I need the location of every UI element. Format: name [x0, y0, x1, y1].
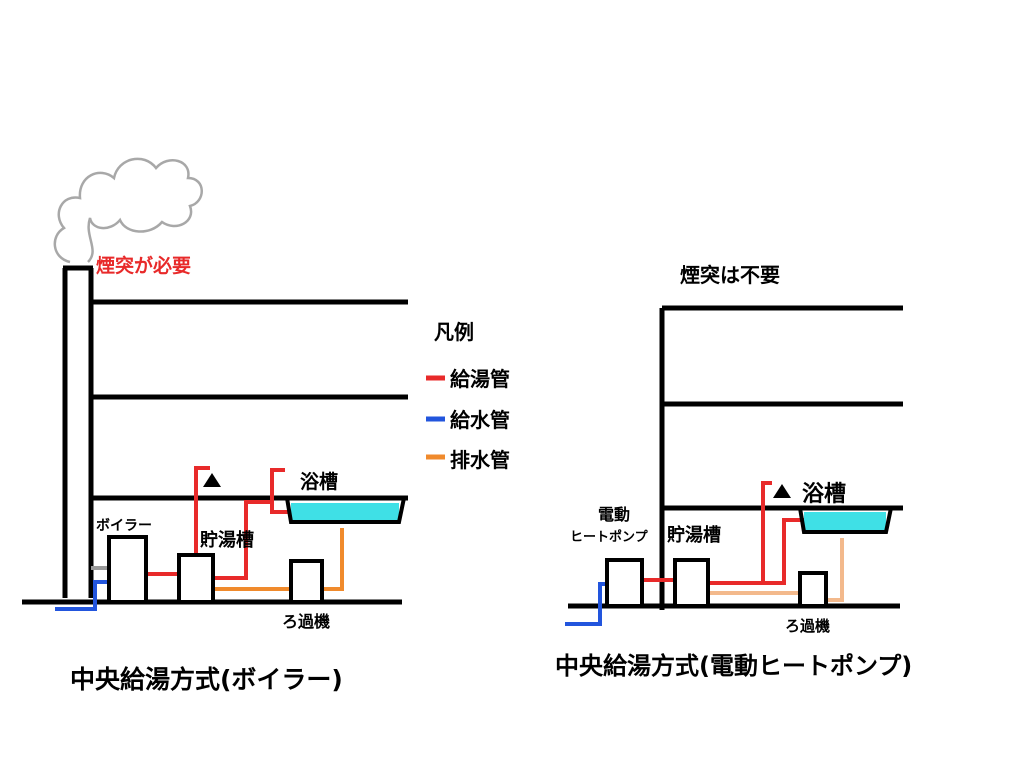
- chimney-required-note: 煙突が必要: [96, 254, 191, 277]
- filter-label-left: ろ過機: [282, 612, 330, 631]
- legend-title: 凡例: [434, 320, 474, 344]
- hot-water-pipe-left: [146, 466, 293, 580]
- storage-tank-left: [177, 553, 215, 604]
- caption-left: 中央給湯方式(ボイラー): [70, 665, 343, 694]
- chimney: [62, 265, 94, 598]
- legend-hot-label: 給湯管: [450, 367, 510, 391]
- storage-tank-label-left: 貯湯槽: [200, 529, 254, 551]
- heatpump-unit: [605, 558, 644, 608]
- water-supply-pipe-right: [565, 582, 607, 626]
- filter-unit-left: [289, 559, 324, 604]
- boiler-system-diagram: 煙突が必要 ボイラー 貯湯槽 浴槽 ろ過機 中央給湯方式(ボイラー): [22, 157, 408, 694]
- filter-label-right: ろ過機: [785, 617, 830, 635]
- heatpump-label-line2: ヒートポンプ: [570, 529, 649, 545]
- legend: 凡例 給湯管 給水管 排水管: [426, 320, 510, 472]
- drain-pipe-left: [214, 528, 344, 591]
- legend-drain-label: 排水管: [450, 448, 510, 472]
- heatpump-system-diagram: 煙突は不要 電動 ヒートポンプ 貯湯槽 浴槽 ろ過機 中央給湯方式(電動ヒートポ…: [555, 263, 912, 680]
- drain-pipe-right: [708, 538, 844, 602]
- shower-head-icon: [773, 484, 791, 498]
- heatpump-label-line1: 電動: [598, 505, 630, 524]
- bathtub-label-right: 浴槽: [802, 482, 846, 507]
- storage-tank-right: [673, 558, 710, 608]
- filter-unit-right: [798, 571, 828, 608]
- bathtub-right: [798, 507, 893, 534]
- boiler-unit: [107, 535, 148, 604]
- chimney-not-required-note: 煙突は不要: [680, 263, 780, 287]
- bathtub-left: [285, 497, 406, 524]
- bathtub-label-left: 浴槽: [300, 470, 338, 493]
- building-floors-right: [568, 305, 903, 610]
- water-supply-pipe-left: [55, 580, 108, 611]
- boiler-label: ボイラー: [96, 518, 152, 534]
- storage-tank-label-right: 貯湯槽: [667, 524, 721, 546]
- legend-water-label: 給水管: [450, 408, 510, 432]
- smoke-cloud-icon: [53, 157, 203, 264]
- hot-water-pipe-right: [642, 481, 804, 585]
- shower-head-icon: [203, 473, 221, 487]
- caption-right: 中央給湯方式(電動ヒートポンプ): [555, 652, 912, 680]
